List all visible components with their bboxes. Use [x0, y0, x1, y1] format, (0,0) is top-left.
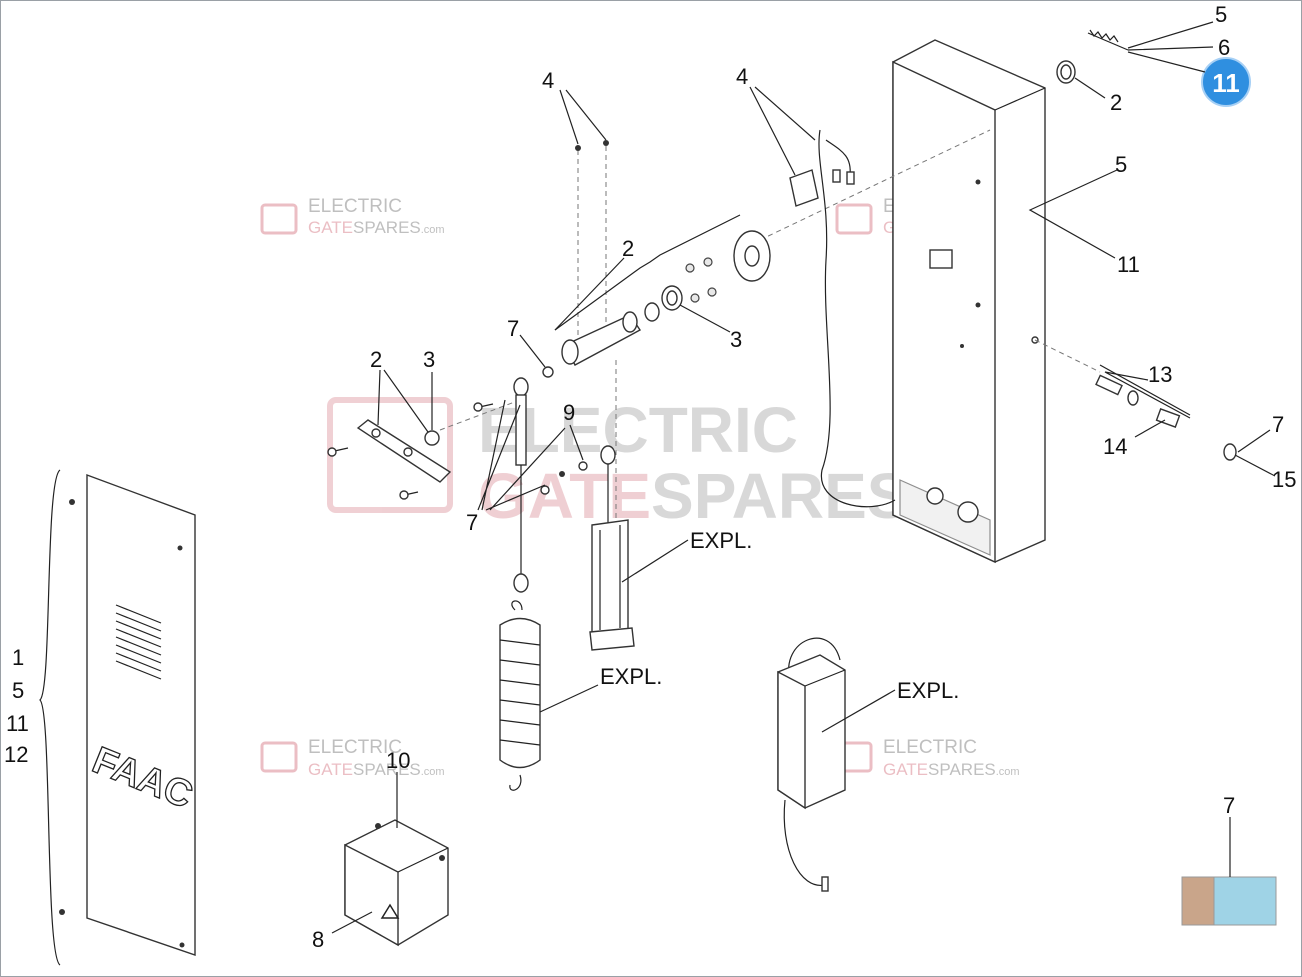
- lock-assembly: [1095, 364, 1237, 461]
- balance-spring-assembly: [499, 377, 588, 791]
- dash-line: [759, 129, 991, 241]
- watermark-large-line1: ELECTRIC: [478, 394, 798, 466]
- callout-12-door: 12: [4, 742, 28, 767]
- screw: [575, 145, 581, 151]
- watermark-spares: SPARES: [353, 760, 421, 779]
- watermark-small-3: ELECTRIC GATESPARES.com: [260, 737, 445, 779]
- watermark-small-4: ELECTRIC GATESPARES.com: [835, 737, 1020, 779]
- watermark-suffix: .com: [421, 766, 445, 778]
- mounting-plate: [327, 402, 494, 500]
- callout-expl-spring: EXPL.: [600, 664, 662, 689]
- door-brace: [39, 469, 61, 966]
- callout-11-cabinet: 11: [1117, 252, 1140, 277]
- callout-2-motor: 2: [622, 236, 634, 261]
- callout-3-motor: 3: [730, 327, 742, 352]
- watermark-small-1: ELECTRIC GATESPARES.com: [260, 196, 445, 237]
- callout-13: 13: [1148, 362, 1172, 387]
- callout-2-plate: 2: [370, 347, 382, 372]
- material-swatch: [1181, 876, 1277, 926]
- watermark-line1: ELECTRIC: [308, 196, 402, 217]
- wiring-bracket: [789, 129, 896, 508]
- callout-4-screws: 4: [542, 68, 554, 93]
- callout-10: 10: [386, 748, 410, 773]
- door-panel: FAAC: [59, 473, 199, 956]
- callout-8: 8: [312, 927, 324, 952]
- junction-box: [344, 819, 449, 947]
- watermark-gate: GATE: [308, 760, 353, 779]
- screw: [603, 140, 609, 146]
- fixing-strip: [1087, 29, 1129, 51]
- watermark-line1: ELECTRIC: [883, 737, 977, 758]
- watermark-gate: GATE: [883, 760, 928, 779]
- callout-5-top: 5: [1215, 2, 1227, 27]
- badge-11-label: 11: [1212, 68, 1240, 98]
- callout-15: 15: [1272, 467, 1296, 492]
- watermark-suffix: .com: [421, 224, 445, 236]
- leader-lines: [331, 21, 1276, 934]
- watermark-gate: GATE: [308, 218, 353, 237]
- motor-assembly: [542, 214, 771, 378]
- callout-expl-transformer: EXPL.: [897, 678, 959, 703]
- callout-14: 14: [1103, 434, 1127, 459]
- svg-text:GATESPARES.com: GATESPARES.com: [308, 760, 445, 779]
- watermark-suffix: .com: [996, 766, 1020, 778]
- hydraulic-cylinder: [589, 445, 635, 651]
- badge-11: 11: [1201, 57, 1251, 107]
- cabinet-housing: [892, 39, 1046, 564]
- callout-expl-cylinder: EXPL.: [690, 528, 752, 553]
- callout-5-cabinet: 5: [1115, 152, 1127, 177]
- callout-2-seal: 2: [1110, 90, 1122, 115]
- watermark-large-spares: SPARES: [651, 460, 909, 532]
- callout-7-lock: 7: [1272, 412, 1284, 437]
- callout-6-top: 6: [1218, 35, 1230, 60]
- svg-text:GATESPARES.com: GATESPARES.com: [883, 760, 1020, 779]
- callout-7-swatch: 7: [1223, 793, 1235, 818]
- callout-11-door: 11: [6, 711, 29, 736]
- svg-text:GATESPARES.com: GATESPARES.com: [308, 218, 445, 237]
- watermark-large-gate: GATE: [478, 460, 651, 532]
- callout-1-door: 1: [12, 645, 24, 670]
- watermark-line1: ELECTRIC: [308, 737, 402, 758]
- callout-7-bolts: 7: [466, 510, 478, 535]
- callout-7-motor: 7: [507, 316, 519, 341]
- watermark-spares: SPARES: [353, 218, 421, 237]
- callout-3-plate: 3: [423, 347, 435, 372]
- callout-5-door: 5: [12, 678, 24, 703]
- callout-4-bracket: 4: [736, 64, 748, 89]
- transformer-unit: [777, 637, 846, 892]
- callout-9: 9: [563, 400, 575, 425]
- dash-line: [1034, 339, 1101, 373]
- watermark-spares: SPARES: [928, 760, 996, 779]
